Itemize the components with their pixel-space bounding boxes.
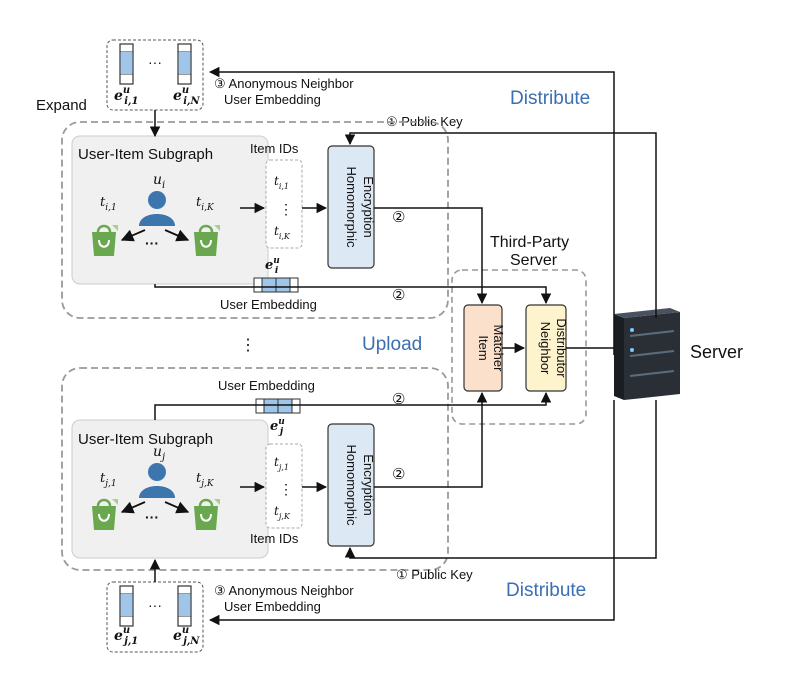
svg-text:ti,1: ti,1 [274,174,289,191]
svg-text:Encryption: Encryption [361,176,376,237]
svg-text:⋮: ⋮ [240,337,256,354]
svg-text:tj,K: tj,K [196,471,215,489]
svg-text:euj,1: euj,1 [114,625,138,647]
svg-text:tj,K: tj,K [274,504,291,521]
bottom-subgraph-title: User-Item Subgraph [78,431,213,448]
svg-text:ti,K: ti,K [196,195,215,213]
step-2-label: ② [392,209,405,226]
svg-text:Homomorphic: Homomorphic [344,445,359,526]
svg-text:ti,K: ti,K [274,224,291,241]
svg-text:···: ··· [148,597,162,613]
anon-top-line2: User Embedding [224,92,321,107]
expand-label: Expand [36,97,87,114]
item-id-list-bottom [265,443,303,529]
embedding-vector-icon [177,43,192,85]
svg-text:Neighbor: Neighbor [538,322,553,375]
user-embedding-top-label: User Embedding [220,297,317,312]
server-label: Server [690,342,743,362]
svg-text:eui: eui [265,256,280,276]
svg-text:Matcher: Matcher [491,325,506,373]
anon-top-line1: ③ Anonymous Neighbor [214,76,354,91]
third-party-label-1: Third-Party [490,234,569,251]
item-ids-top-label: Item IDs [250,141,299,156]
top-client-region [61,121,449,319]
third-party-label-2: Server [510,252,558,269]
dots-text: ··· [148,54,162,70]
svg-text:⋮: ⋮ [279,481,293,497]
connectors [149,66,657,626]
upload-label: Upload [362,334,422,355]
server-icon [614,308,680,400]
distribute-top-label: Distribute [510,88,590,109]
svg-text:euj,N: euj,N [173,625,200,647]
user-embedding-top-vector [253,277,299,293]
anon-bottom-line1: ③ Anonymous Neighbor [214,583,354,598]
anon-bottom-line2: User Embedding [224,599,321,614]
embedding-vector-icon [177,585,192,627]
svg-text:···: ··· [145,509,159,525]
svg-text:eui,N: eui,N [173,85,200,107]
step-2-label: ② [392,287,405,304]
homomorphic-encryption-top [327,145,375,269]
svg-text:⋮: ⋮ [279,201,293,217]
user-embedding-bottom-label: User Embedding [218,378,315,393]
public-key-bottom-label: ① Public Key [396,567,473,582]
user-embedding-bottom-vector [255,398,301,414]
svg-text:ti,1: ti,1 [100,195,117,213]
svg-text:uj: uj [153,444,165,463]
embedding-vector-icon [119,585,134,627]
svg-text:Encryption: Encryption [361,454,376,515]
svg-text:euj: euj [270,417,285,437]
svg-text:tj,1: tj,1 [274,455,289,472]
distribute-bottom-label: Distribute [506,580,586,601]
svg-text:tj,1: tj,1 [100,471,117,489]
homomorphic-encryption-bottom [327,423,375,547]
svg-text:Homomorphic: Homomorphic [344,167,359,248]
step-2-label: ② [392,466,405,483]
item-ids-bottom-label: Item IDs [250,531,299,546]
step-2-label: ② [392,391,405,408]
svg-text:ui: ui [153,172,165,191]
item-id-list-top [265,159,303,249]
svg-text:Item: Item [476,335,491,360]
third-party-server-region [451,269,587,425]
svg-text:eui,1: eui,1 [114,85,138,107]
embedding-vector-icon [119,43,134,85]
top-subgraph-title: User-Item Subgraph [78,146,213,163]
svg-text:···: ··· [145,235,159,251]
svg-text:Distributor: Distributor [554,318,569,378]
